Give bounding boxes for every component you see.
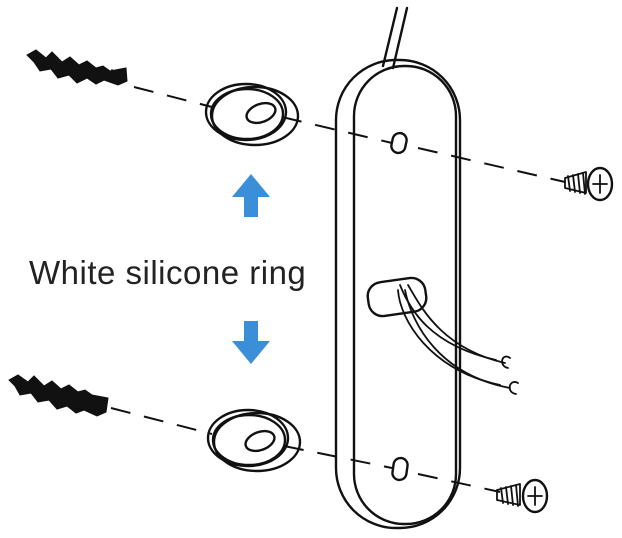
cable-outlet: [366, 276, 428, 318]
silicone-ring-top: [204, 82, 300, 147]
wall-anchor-bottom: [8, 374, 109, 417]
silicone-ring-bottom: [206, 408, 302, 473]
wire-leads: [397, 284, 519, 395]
arrow-up-icon: [232, 174, 270, 217]
cable-top: [381, 6, 409, 70]
wall-anchor-top: [26, 49, 128, 86]
mounting-hole-top: [390, 131, 408, 155]
mounting-hole-bottom: [391, 456, 409, 482]
silicone-ring-label: White silicone ring: [29, 254, 306, 291]
screw-bottom: [496, 478, 549, 514]
screw-top: [564, 166, 614, 202]
arrow-down-icon: [232, 321, 270, 364]
device-body: [334, 58, 462, 530]
